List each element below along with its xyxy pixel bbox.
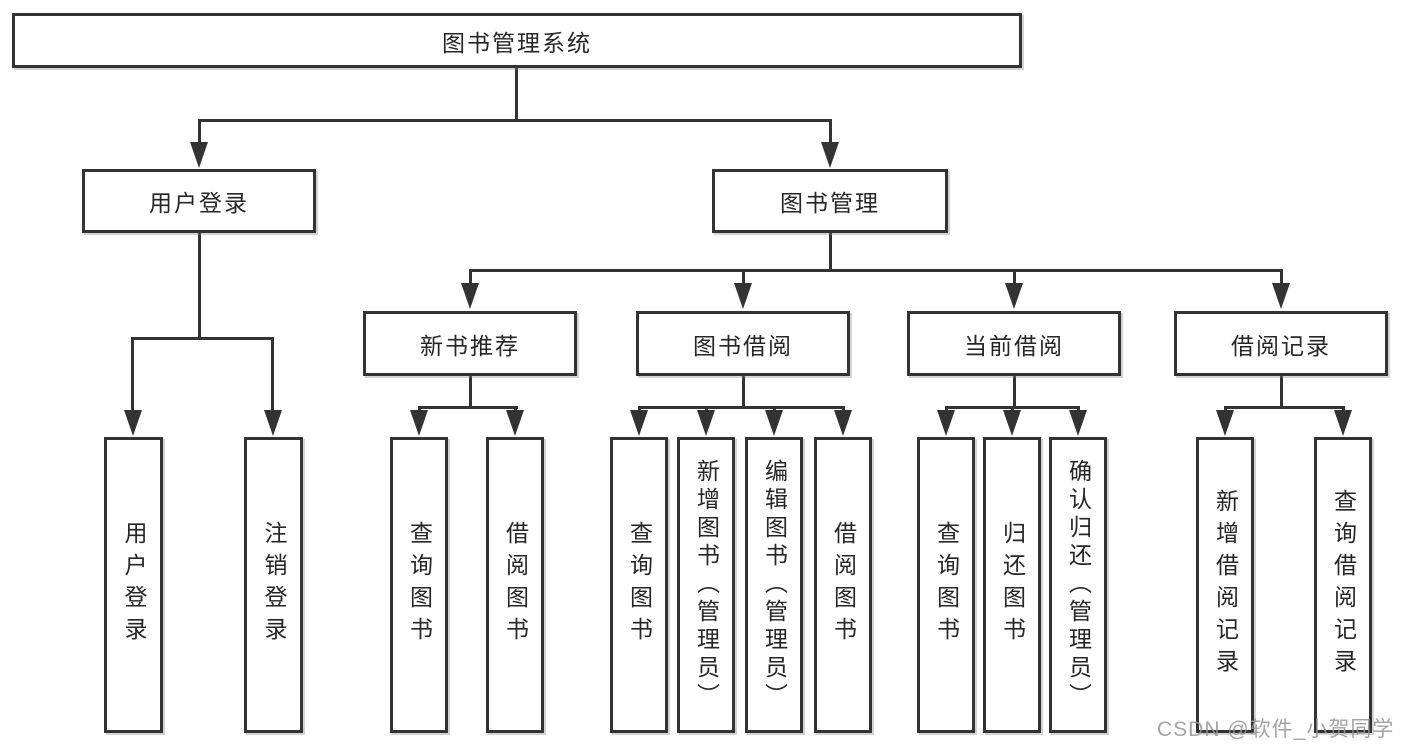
leaf-label: 注销登录 — [261, 521, 287, 649]
arrowhead-icon — [630, 410, 648, 436]
edge-line — [469, 269, 472, 285]
edge-line — [198, 233, 201, 340]
arrowhead-icon — [937, 410, 955, 436]
leaf-confirm-return-admin: 确认归还（管理员） — [1049, 437, 1107, 733]
leaf-label: 查询图书 — [406, 521, 433, 649]
leaf-label: 用户登录 — [121, 521, 147, 649]
edge-line — [829, 233, 832, 272]
leaf-label: 新增图书（管理员） — [693, 459, 720, 711]
edge-line — [469, 376, 472, 408]
edge-line — [829, 119, 832, 145]
leaf-label: 借阅图书 — [502, 521, 529, 649]
arrowhead-icon — [124, 410, 142, 436]
node-borrow-records: 借阅记录 — [1174, 311, 1388, 376]
leaf-label: 查询借阅记录 — [1330, 489, 1357, 681]
node-user-login: 用户登录 — [82, 169, 316, 233]
leaf-label: 查询图书 — [933, 521, 960, 649]
node-label: 当前借阅 — [964, 332, 1064, 359]
edge-line — [418, 406, 518, 409]
node-root: 图书管理系统 — [12, 13, 1022, 68]
node-label: 用户登录 — [149, 190, 249, 216]
leaf-user-login: 用户登录 — [104, 437, 163, 733]
edge-line — [742, 269, 745, 285]
leaf-return-book: 归还图书 — [983, 437, 1041, 733]
arrowhead-icon — [1069, 410, 1087, 436]
edge-line — [742, 376, 745, 408]
edge-line — [131, 337, 274, 340]
edge-line — [271, 337, 274, 412]
leaf-borrow-book-2: 借阅图书 — [814, 437, 872, 733]
node-current-borrow: 当前借阅 — [907, 311, 1121, 376]
node-root-label: 图书管理系统 — [442, 29, 592, 56]
leaf-query-book-1: 查询图书 — [390, 437, 448, 733]
arrowhead-icon — [821, 142, 839, 168]
edge-line — [638, 406, 845, 409]
arrowhead-icon — [765, 410, 783, 436]
node-book-borrow: 图书借阅 — [636, 311, 850, 376]
arrowhead-icon — [734, 283, 752, 309]
arrowhead-icon — [506, 410, 524, 436]
csdn-watermark: CSDN @软件_小贺同学 — [1157, 718, 1395, 741]
leaf-edit-book-admin: 编辑图书（管理员） — [745, 437, 803, 733]
arrowhead-icon — [264, 410, 282, 436]
node-label: 图书管理 — [780, 190, 880, 216]
edge-line — [131, 337, 134, 412]
node-label: 借阅记录 — [1231, 332, 1331, 359]
leaf-add-borrow-record: 新增借阅记录 — [1196, 437, 1254, 733]
leaf-query-book-3: 查询图书 — [917, 437, 975, 733]
arrowhead-icon — [190, 142, 208, 168]
node-new-book-recommend: 新书推荐 — [363, 311, 577, 376]
edge-line — [515, 68, 518, 121]
edge-line — [1280, 269, 1283, 285]
leaf-label: 新增借阅记录 — [1212, 489, 1239, 681]
arrowhead-icon — [834, 410, 852, 436]
edge-line — [198, 119, 832, 122]
leaf-logout: 注销登录 — [244, 437, 303, 733]
arrowhead-icon — [697, 410, 715, 436]
leaf-label: 确认归还（管理员） — [1065, 459, 1092, 711]
leaf-label: 借阅图书 — [830, 521, 857, 649]
arrowhead-icon — [410, 410, 428, 436]
node-label: 新书推荐 — [420, 332, 520, 359]
leaf-query-book-2: 查询图书 — [610, 437, 668, 733]
edge-line — [1280, 376, 1283, 408]
arrowhead-icon — [1005, 283, 1023, 309]
node-label: 图书借阅 — [693, 332, 793, 359]
leaf-label: 归还图书 — [999, 521, 1026, 649]
arrowhead-icon — [461, 283, 479, 309]
leaf-borrow-book-1: 借阅图书 — [486, 437, 544, 733]
edge-line — [1013, 376, 1016, 408]
leaf-query-borrow-record: 查询借阅记录 — [1314, 437, 1372, 733]
edge-line — [198, 119, 201, 145]
arrowhead-icon — [1334, 410, 1352, 436]
edge-line — [469, 269, 1283, 272]
node-book-management: 图书管理 — [712, 169, 948, 233]
arrowhead-icon — [1272, 283, 1290, 309]
arrowhead-icon — [1216, 410, 1234, 436]
leaf-label: 编辑图书（管理员） — [761, 459, 788, 711]
leaf-add-book-admin: 新增图书（管理员） — [677, 437, 735, 733]
edge-line — [1013, 269, 1016, 285]
leaf-label: 查询图书 — [626, 521, 653, 649]
edge-line — [1224, 406, 1344, 409]
arrowhead-icon — [1003, 410, 1021, 436]
